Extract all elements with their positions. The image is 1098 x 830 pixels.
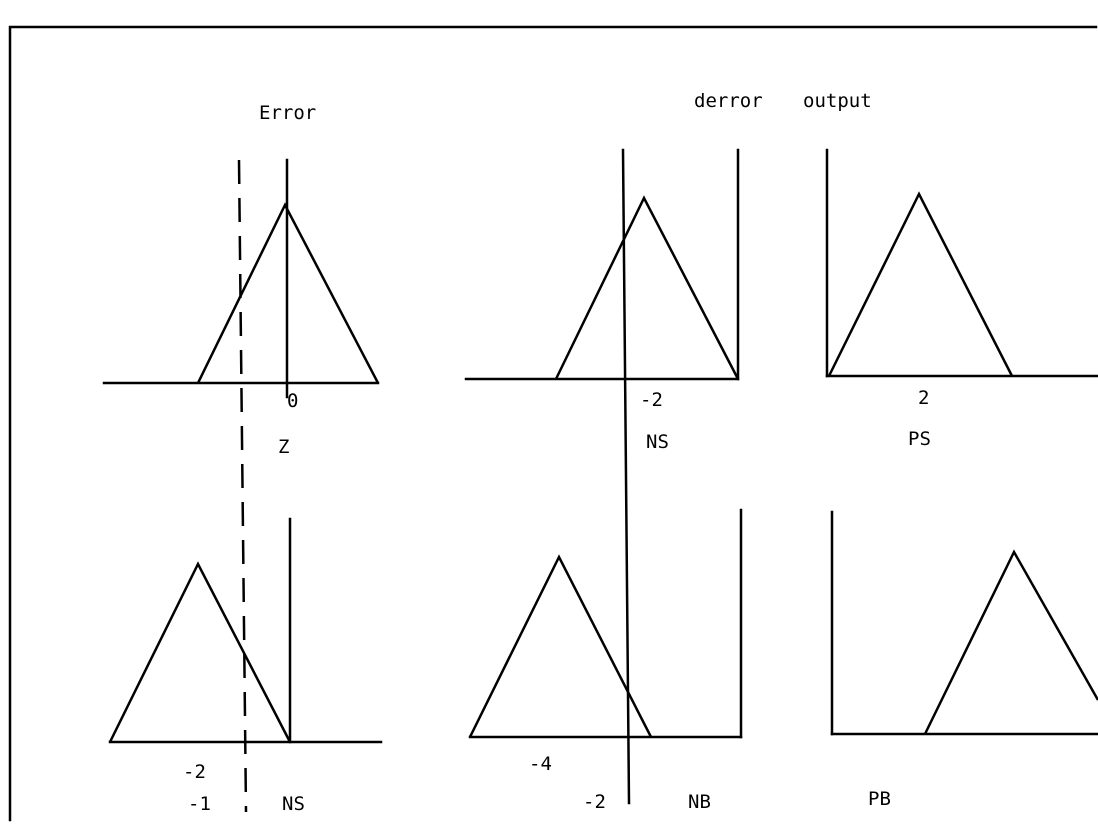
derror-ns-membership-triangle xyxy=(554,195,740,380)
derror-ns-tick-label: -2 xyxy=(640,389,663,411)
error-z-membership-triangle xyxy=(196,202,380,384)
error-reading-dashed-line xyxy=(237,159,248,813)
error-reading-label: -1 xyxy=(188,793,211,815)
error-z-tick-label: 0 xyxy=(287,390,298,412)
output-ps-set-label: PS xyxy=(908,428,931,450)
error-ns-tick-label: -2 xyxy=(183,761,206,783)
output-ps-membership-triangle xyxy=(827,191,1014,377)
output-ps-tick-label: 2 xyxy=(918,387,929,409)
error-heading: Error xyxy=(259,102,316,124)
error-z-set-label: Z xyxy=(278,436,289,458)
error-ns-set-label: NS xyxy=(282,793,305,815)
derror-nb-tick-label: -4 xyxy=(529,753,552,775)
derror-ns-set-label: NS xyxy=(646,431,669,453)
derror-reading-label: -2 xyxy=(583,791,606,813)
output-heading: output xyxy=(803,90,872,112)
derror-reading-line xyxy=(621,148,631,805)
derror-nb-membership-triangle xyxy=(468,554,653,738)
derror-nb-set-label: NB xyxy=(688,791,711,813)
page-border xyxy=(8,25,1098,822)
derror-heading: derror xyxy=(694,90,763,112)
output-pb-set-label: PB xyxy=(868,788,891,810)
output-pb-membership-triangle xyxy=(923,549,1098,735)
error-ns-membership-triangle xyxy=(108,561,292,743)
